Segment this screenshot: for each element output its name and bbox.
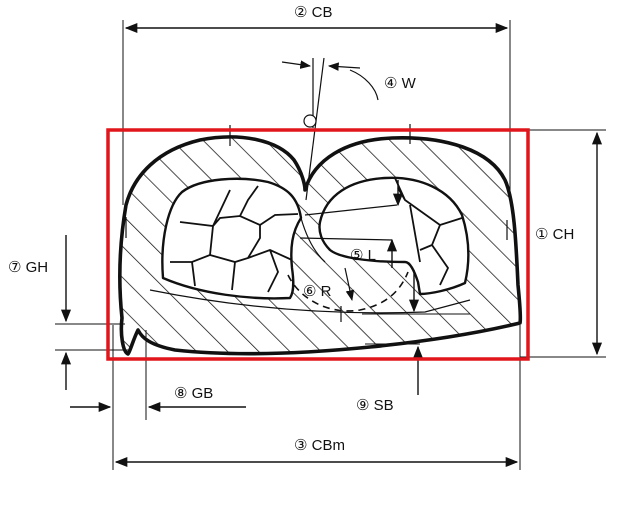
- w-dimension: ④ W: [281, 57, 417, 201]
- label-ch: ① CH: [535, 226, 574, 243]
- gh-dimension: ⑦ GH: [8, 235, 130, 390]
- sb-dimension: ⑨ SB: [356, 270, 470, 414]
- w-arc: [349, 69, 379, 101]
- w-arrow-left: [281, 60, 312, 69]
- gb-dimension: ⑧ GB: [70, 325, 246, 470]
- label-gh: ⑦ GH: [8, 259, 48, 276]
- w-arrow-right: [327, 62, 361, 71]
- l-bottom-line: [299, 237, 393, 241]
- r-dimension: ⑥ R: [287, 267, 409, 312]
- r-arc: [287, 271, 409, 312]
- label-w: ④ W: [384, 75, 417, 92]
- center-groove: [300, 217, 326, 263]
- highlight-box: [106, 128, 530, 361]
- cb-dimension: ② CB: [122, 4, 511, 205]
- l-dimension: ⑤ L: [299, 180, 404, 268]
- l-top-line: [304, 204, 398, 216]
- label-r: ⑥ R: [303, 283, 332, 300]
- label-cb: ② CB: [294, 4, 332, 21]
- r-radius-line: [344, 267, 355, 302]
- label-sb: ⑨ SB: [356, 397, 394, 414]
- tread-inner-line: [149, 289, 471, 314]
- left-cell-walls: [170, 185, 299, 293]
- left-chamber-cavity: [161, 177, 303, 300]
- ch-dimension: ① CH: [515, 129, 606, 358]
- label-cbm: ③ CBm: [294, 437, 345, 454]
- left-chamber: [161, 177, 303, 300]
- label-gb: ⑧ GB: [174, 385, 213, 402]
- w-pivot: [303, 114, 317, 128]
- cbm-dimension: ③ CBm: [114, 325, 521, 470]
- label-l: ⑤ L: [350, 247, 376, 264]
- right-chamber-cavity: [318, 176, 470, 296]
